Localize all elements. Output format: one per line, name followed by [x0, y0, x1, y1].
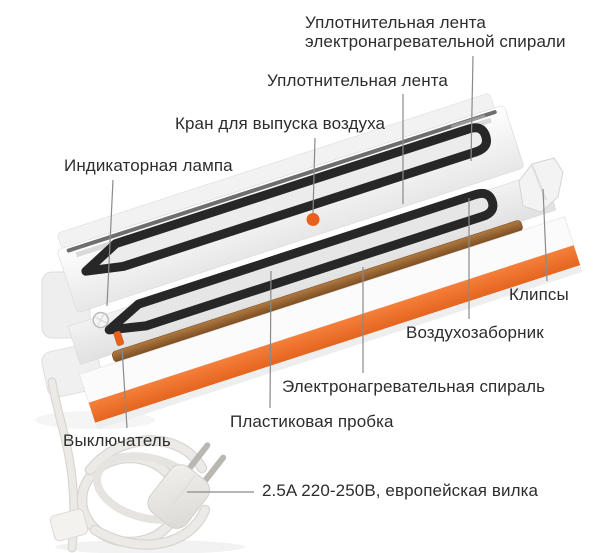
leader-lines: [106, 55, 548, 493]
lid-edge-line: [66, 110, 497, 253]
sealer-lid: [57, 93, 524, 313]
clip-latch: [518, 157, 564, 213]
leader-indicator-lamp: [106, 179, 114, 307]
leader-clips: [542, 188, 548, 282]
label-air-release-valve: Кран для выпуска воздуха: [175, 114, 386, 133]
label-heating-coil: Электронагревательная спираль: [282, 377, 546, 396]
base-gasket: [104, 188, 498, 335]
label-plug-spec: 2.5A 220-250В, европейская вилка: [262, 481, 539, 500]
power-switch-slot: [113, 330, 124, 346]
sealer-base: [67, 171, 583, 430]
label-seal-tape-of-heating-coil: Уплотнительная лента электронагревательн…: [305, 13, 566, 52]
sealer-body: [57, 93, 583, 430]
leader-seal-tape-coil: [470, 55, 474, 162]
label-plastic-plug: Пластиковая пробка: [230, 412, 394, 431]
label-power-switch: Выключатель: [63, 431, 171, 450]
lid-vent-slot: [451, 114, 486, 128]
label-seal-tape: Уплотнительная лента: [267, 71, 448, 90]
cable-clip: [49, 508, 89, 542]
label-air-intake: Воздухозаборник: [406, 323, 544, 342]
power-plug: [147, 442, 227, 529]
power-cord: [47, 377, 211, 553]
leader-air-valve: [312, 137, 316, 214]
leader-plastic-plug: [269, 270, 272, 409]
leader-power-switch: [121, 347, 128, 429]
label-clips: Клипсы: [509, 285, 569, 304]
air-valve-dot: [306, 213, 320, 227]
orange-band: [88, 245, 581, 423]
label-indicator-lamp: Индикаторная лампа: [64, 156, 233, 175]
